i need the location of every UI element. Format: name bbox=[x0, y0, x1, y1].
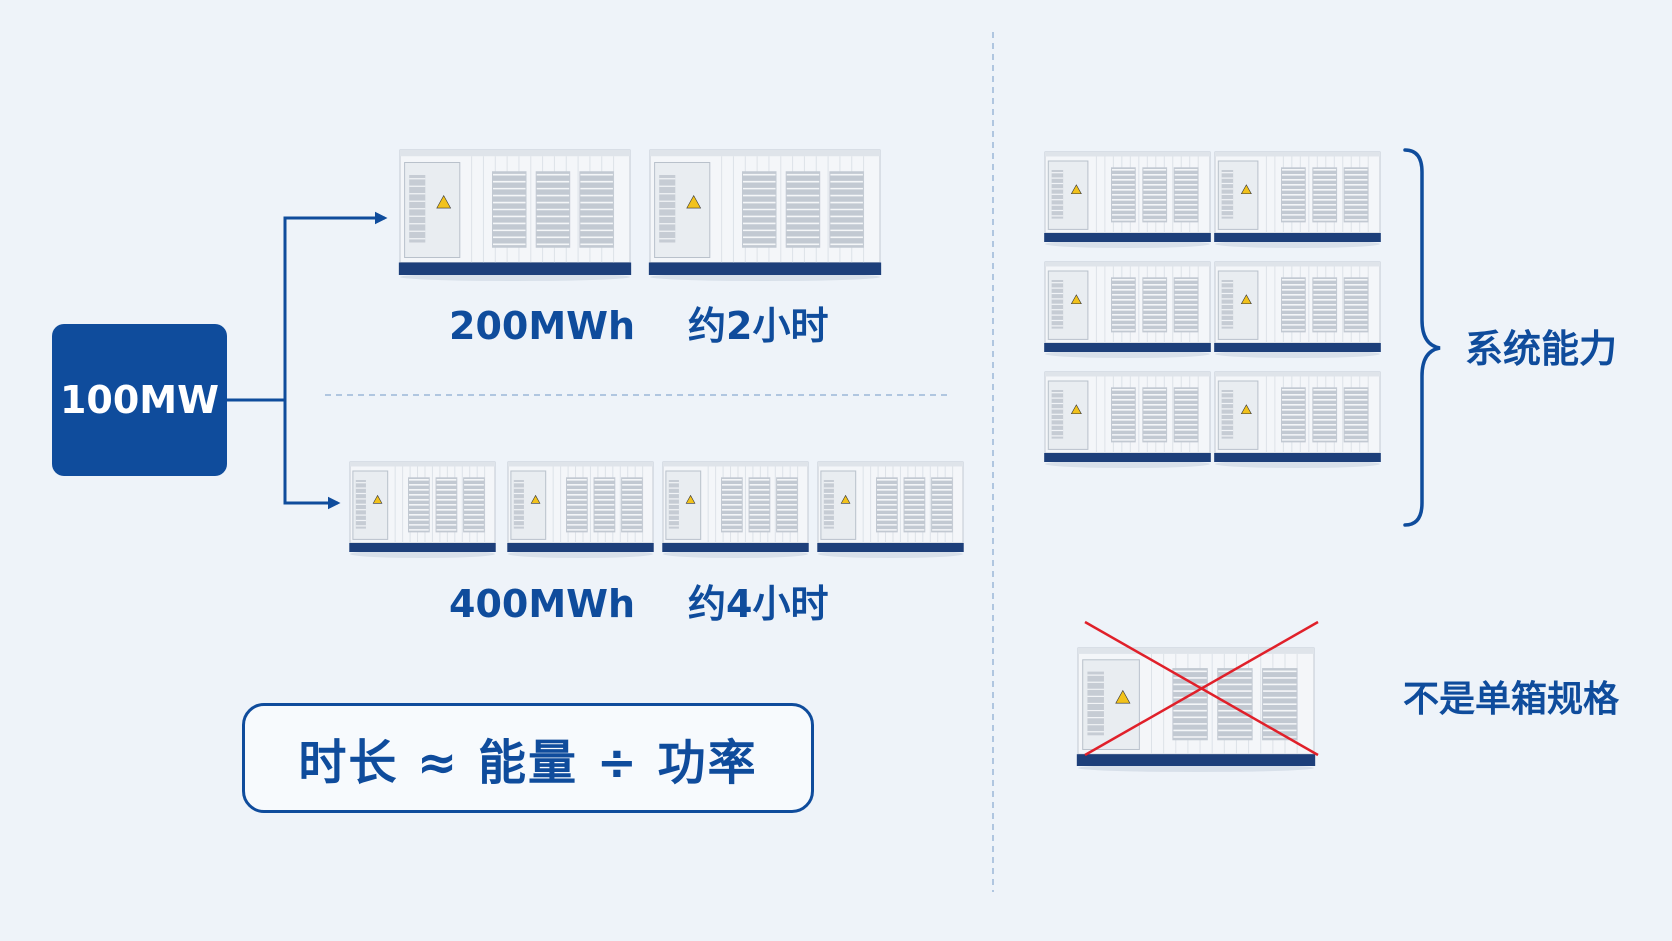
container-200mwh bbox=[398, 149, 632, 281]
energy-label-b: 400MWh bbox=[449, 582, 636, 626]
duration-label-a: 约2小时 bbox=[688, 304, 829, 348]
formula-box: 时长 ≈ 能量 ÷ 功率 bbox=[242, 703, 814, 813]
container-system bbox=[1044, 371, 1211, 468]
arrow-top bbox=[283, 211, 388, 400]
system-capability-label: 系统能力 bbox=[1465, 327, 1618, 371]
container-system bbox=[1214, 261, 1381, 358]
power-label: 100MW bbox=[59, 378, 220, 422]
formula-text: 时长 ≈ 能量 ÷ 功率 bbox=[298, 735, 758, 791]
container-system bbox=[1044, 261, 1211, 358]
container-400mwh bbox=[662, 461, 809, 558]
container-400mwh bbox=[817, 461, 964, 558]
container-400mwh bbox=[507, 461, 654, 558]
energy-label-a: 200MWh bbox=[449, 304, 636, 348]
not-single-box-label: 不是单箱规格 bbox=[1403, 679, 1620, 720]
container-200mwh bbox=[648, 149, 882, 281]
container-system bbox=[1214, 371, 1381, 468]
cross-mark bbox=[1084, 620, 1319, 757]
container-single bbox=[1076, 647, 1316, 772]
duration-label-b: 约4小时 bbox=[688, 582, 829, 626]
arrow-bottom bbox=[283, 400, 341, 510]
container-400mwh bbox=[349, 461, 496, 558]
system-brace bbox=[1403, 148, 1441, 527]
power-box: 100MW bbox=[52, 324, 227, 476]
container-system bbox=[1214, 151, 1381, 248]
container-system bbox=[1044, 151, 1211, 248]
